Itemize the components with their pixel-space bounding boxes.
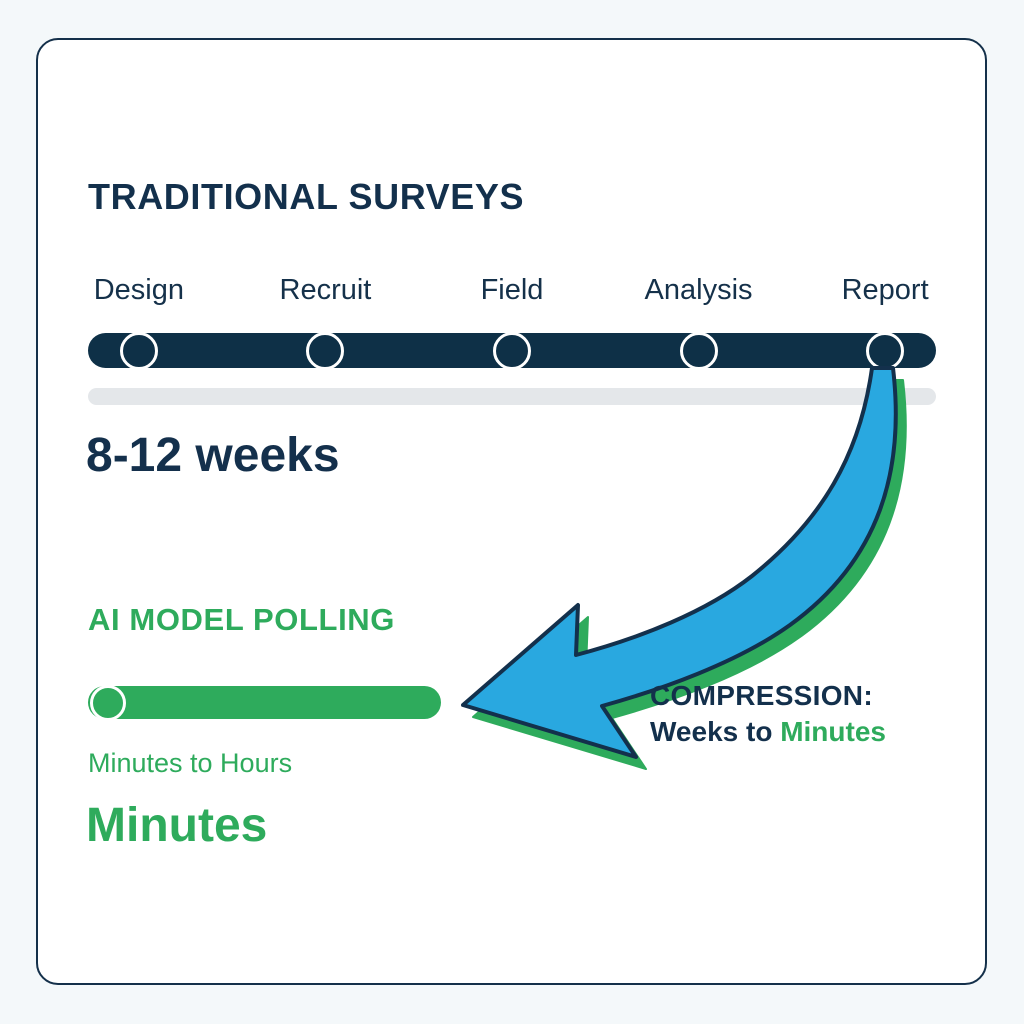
callout-title: COMPRESSION: (650, 680, 873, 711)
stage-label-design: Design (93, 274, 185, 306)
traditional-section-title: TRADITIONAL SURVEYS (88, 176, 525, 217)
stage-label-row: Design Recruit Field Analysis Report (88, 274, 936, 316)
ai-polling-duration-value: Minutes (86, 799, 268, 852)
ai-polling-node (90, 684, 126, 721)
timeline-node-analysis (679, 331, 718, 370)
traditional-timeline-bar (88, 331, 936, 370)
callout-subtitle: Weeks to Minutes (650, 713, 970, 751)
timeline-node-recruit (306, 331, 345, 370)
timeline-node-report (866, 331, 905, 370)
traditional-duration-value: 8-12 weeks (86, 429, 340, 482)
compression-callout: COMPRESSION: Weeks to Minutes (650, 678, 970, 751)
stage-label-field: Field (480, 274, 544, 306)
stage-label-report: Report (841, 274, 929, 306)
timeline-node-design (119, 331, 158, 370)
ai-polling-section-title: AI MODEL POLLING (88, 602, 395, 637)
ai-polling-bar (88, 684, 441, 721)
stage-label-analysis: Analysis (644, 274, 753, 306)
traditional-progress-track (88, 388, 936, 405)
timeline-node-field (493, 331, 531, 370)
callout-subtitle-prefix: Weeks to (650, 716, 781, 747)
ai-polling-range-label: Minutes to Hours (88, 748, 293, 778)
callout-subtitle-accent: Minutes (780, 716, 886, 747)
stage-label-recruit: Recruit (279, 274, 372, 306)
